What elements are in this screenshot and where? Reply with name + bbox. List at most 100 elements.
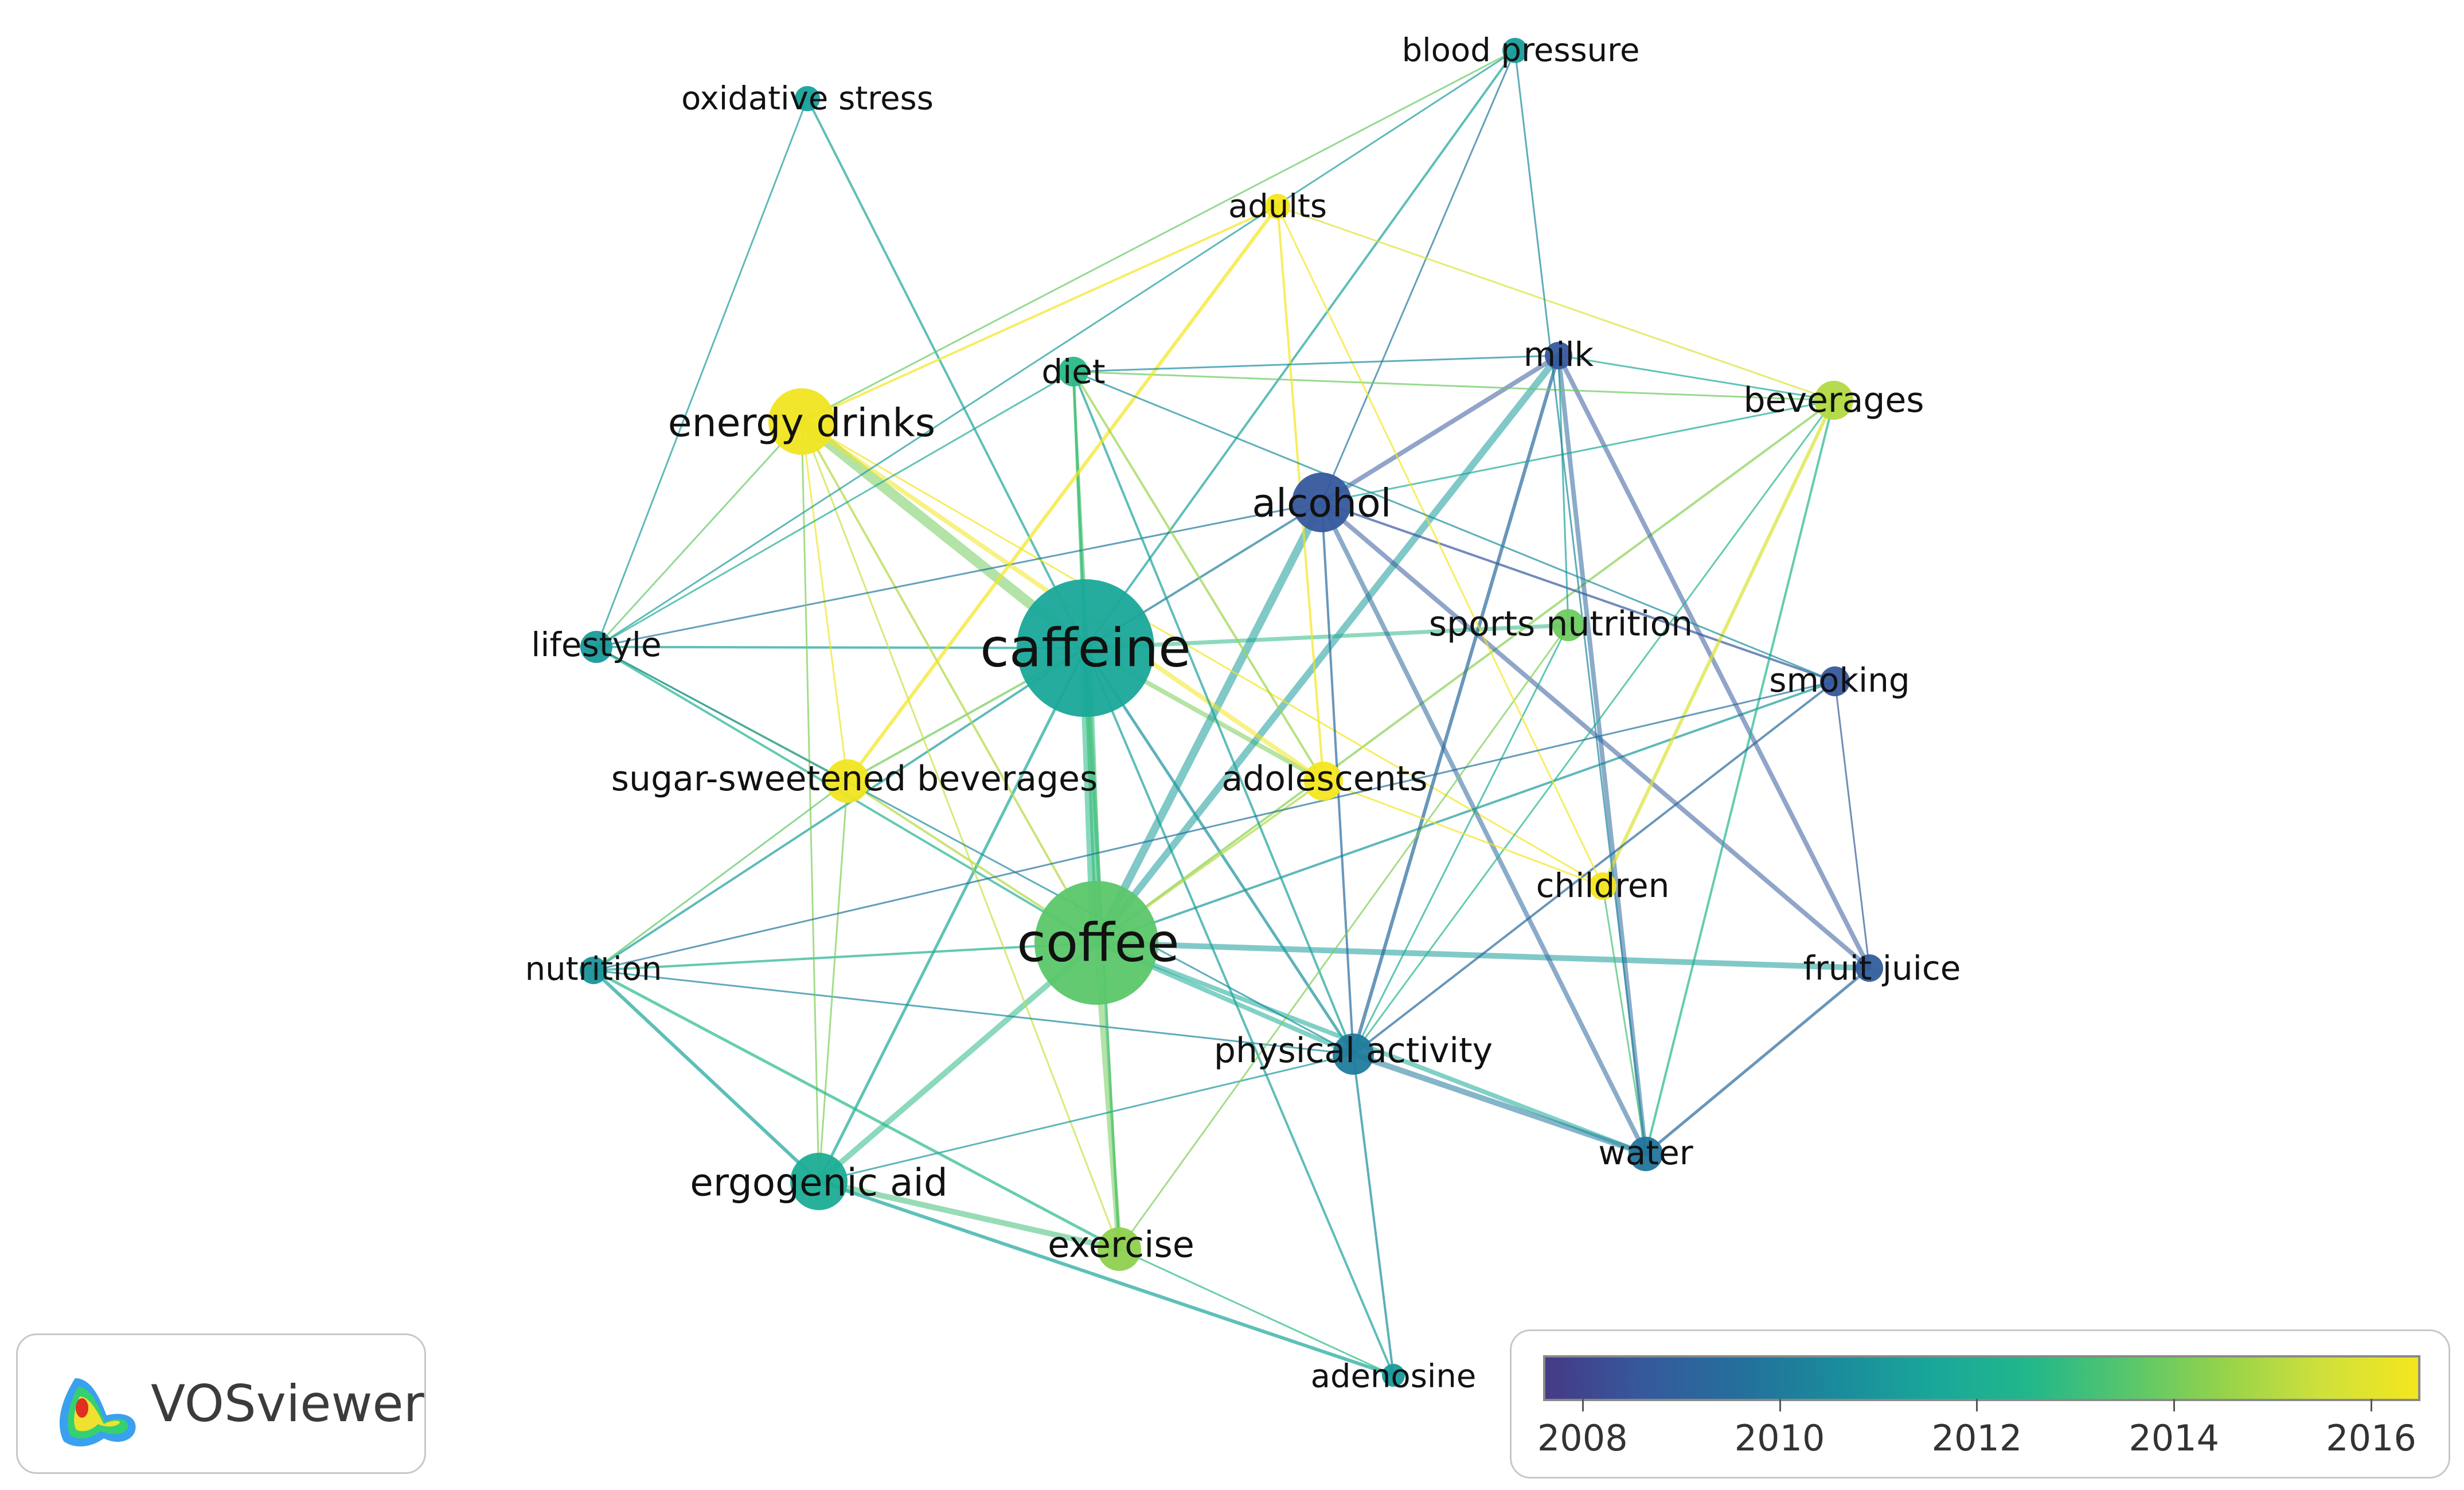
edge-physical-activity-sports-nutrition (1352, 624, 1569, 1055)
node-children[interactable] (1589, 872, 1616, 900)
label-water[interactable]: water (1598, 1133, 1693, 1172)
legend-tick-label: 2012 (1931, 1417, 2022, 1459)
node-nutrition[interactable] (580, 957, 607, 984)
label-smoking[interactable]: smoking (1769, 661, 1909, 700)
node-adults[interactable] (1265, 194, 1290, 219)
legend-tick-label: 2010 (1734, 1417, 1825, 1459)
label-blood-pressure[interactable]: blood pressure (1402, 32, 1640, 69)
label-beverages[interactable]: beverages (1743, 380, 1924, 420)
label-lifestyle[interactable]: lifestyle (531, 625, 661, 664)
label-caffeine[interactable]: caffeine (980, 618, 1190, 679)
legend-tick-mark (2173, 1399, 2176, 1411)
edge-ergogenic-aid-nutrition (592, 969, 821, 1183)
edge-ergogenic-aid-adenosine (817, 1180, 1395, 1377)
node-ergogenic-aid[interactable] (790, 1153, 848, 1210)
edge-nutrition-smoking (592, 680, 1836, 972)
edge-milk-sports-nutrition (1557, 354, 1569, 626)
node-exercise[interactable] (1098, 1227, 1141, 1271)
node-layer (580, 38, 1883, 1387)
label-exercise[interactable]: exercise (1048, 1224, 1194, 1266)
vosviewer-logo-icon (59, 1378, 136, 1447)
label-energy-drinks[interactable]: energy drinks (668, 401, 935, 446)
edge-energy-drinks-lifestyle (595, 420, 803, 648)
label-ergogenic-aid[interactable]: ergogenic aid (690, 1161, 947, 1205)
label-children[interactable]: children (1536, 866, 1670, 905)
legend-tick-mark (1582, 1399, 1584, 1411)
year-colorbar (1543, 1355, 2420, 1401)
node-coffee[interactable] (1034, 881, 1158, 1005)
edge-exercise-nutrition (592, 969, 1121, 1251)
edge-blood-pressure-water (1514, 49, 1647, 1155)
edge-coffee-smoking (1095, 680, 1836, 944)
node-alcohol[interactable] (1292, 473, 1352, 532)
edge-oxidative-stress-lifestyle (595, 97, 809, 648)
edge-ergogenic-aid-exercise (816, 1179, 1122, 1252)
label-adolescents[interactable]: adolescents (1221, 759, 1427, 799)
edge-alcohol-blood-pressure (1321, 49, 1516, 504)
edge-diet-milk (1072, 354, 1560, 373)
legend-tick-mark (2371, 1399, 2373, 1411)
edge-beverages-children (1601, 399, 1836, 888)
node-physical-activity[interactable] (1333, 1033, 1374, 1075)
node-blood-pressure[interactable] (1502, 38, 1528, 63)
node-beverages[interactable] (1814, 381, 1853, 420)
node-energy-drinks[interactable] (768, 388, 835, 455)
edge-energy-drinks-blood-pressure (800, 49, 1516, 423)
node-sugar-sweetened-beverages[interactable] (826, 759, 869, 803)
label-adenosine[interactable]: adenosine (1311, 1358, 1477, 1395)
node-adenosine[interactable] (1382, 1364, 1405, 1387)
label-oxidative-stress[interactable]: oxidative stress (681, 80, 934, 118)
edge-caffeine-lifestyle (595, 646, 1087, 649)
edge-coffee-energy-drinks (800, 420, 1098, 944)
edge-children-adults (1276, 205, 1604, 887)
label-fruit-juice[interactable]: fruit juice (1803, 949, 1961, 988)
node-adolescents[interactable] (1304, 762, 1343, 801)
edge-blood-pressure-lifestyle (595, 49, 1516, 648)
edge-ergogenic-aid-sugar-sweetened-beverages (818, 780, 849, 1183)
vosviewer-brand: VOSviewer (16, 1333, 426, 1474)
edge-fruit-juice-water (1644, 966, 1871, 1156)
edge-energy-drinks-children (800, 420, 1604, 887)
label-adults[interactable]: adults (1228, 188, 1327, 225)
edge-caffeine-nutrition (592, 647, 1087, 972)
node-diet[interactable] (1059, 357, 1088, 387)
edge-milk-water (1556, 353, 1648, 1156)
edge-fruit-juice-smoking (1834, 680, 1871, 969)
edge-diet-lifestyle (595, 370, 1075, 648)
edge-alcohol-milk (1319, 353, 1561, 505)
edge-milk-fruit-juice (1556, 353, 1872, 970)
edge-lifestyle-physical-activity (595, 646, 1354, 1055)
node-fruit-juice[interactable] (1856, 954, 1883, 982)
node-water[interactable] (1629, 1137, 1663, 1171)
edge-sugar-sweetened-beverages-adults (846, 205, 1279, 783)
edge-ergogenic-aid-energy-drinks (800, 420, 820, 1183)
label-nutrition[interactable]: nutrition (525, 951, 662, 988)
label-physical-activity[interactable]: physical activity (1214, 1031, 1493, 1071)
edge-caffeine-adenosine (1084, 647, 1395, 1376)
edge-beverages-physical-activity (1352, 399, 1835, 1055)
label-coffee[interactable]: coffee (1017, 912, 1179, 974)
label-sugar-sweetened-beverages[interactable]: sugar-sweetened beverages (611, 759, 1098, 799)
edge-physical-activity-adenosine (1352, 1053, 1395, 1376)
label-diet[interactable]: diet (1041, 352, 1105, 391)
node-caffeine[interactable] (1017, 579, 1154, 717)
brand-name: VOSviewer (151, 1374, 424, 1433)
edge-beverages-alcohol (1321, 399, 1835, 504)
edge-caffeine-ergogenic-aid (817, 646, 1087, 1183)
node-oxidative-stress[interactable] (795, 86, 820, 111)
edge-physical-activity-water (1350, 1051, 1649, 1157)
label-sports-nutrition[interactable]: sports nutrition (1429, 604, 1693, 644)
node-smoking[interactable] (1820, 666, 1850, 696)
node-lifestyle[interactable] (580, 631, 612, 663)
edge-beverages-water (1645, 399, 1835, 1155)
label-milk[interactable]: milk (1524, 335, 1594, 374)
edge-children-water (1602, 885, 1647, 1155)
label-alcohol[interactable]: alcohol (1252, 481, 1391, 526)
node-sports-nutrition[interactable] (1552, 609, 1584, 641)
node-milk[interactable] (1545, 342, 1572, 369)
edge-caffeine-oxidative-stress (806, 97, 1087, 649)
edge-energy-drinks-adults (800, 205, 1279, 423)
edge-milk-beverages (1557, 354, 1835, 401)
